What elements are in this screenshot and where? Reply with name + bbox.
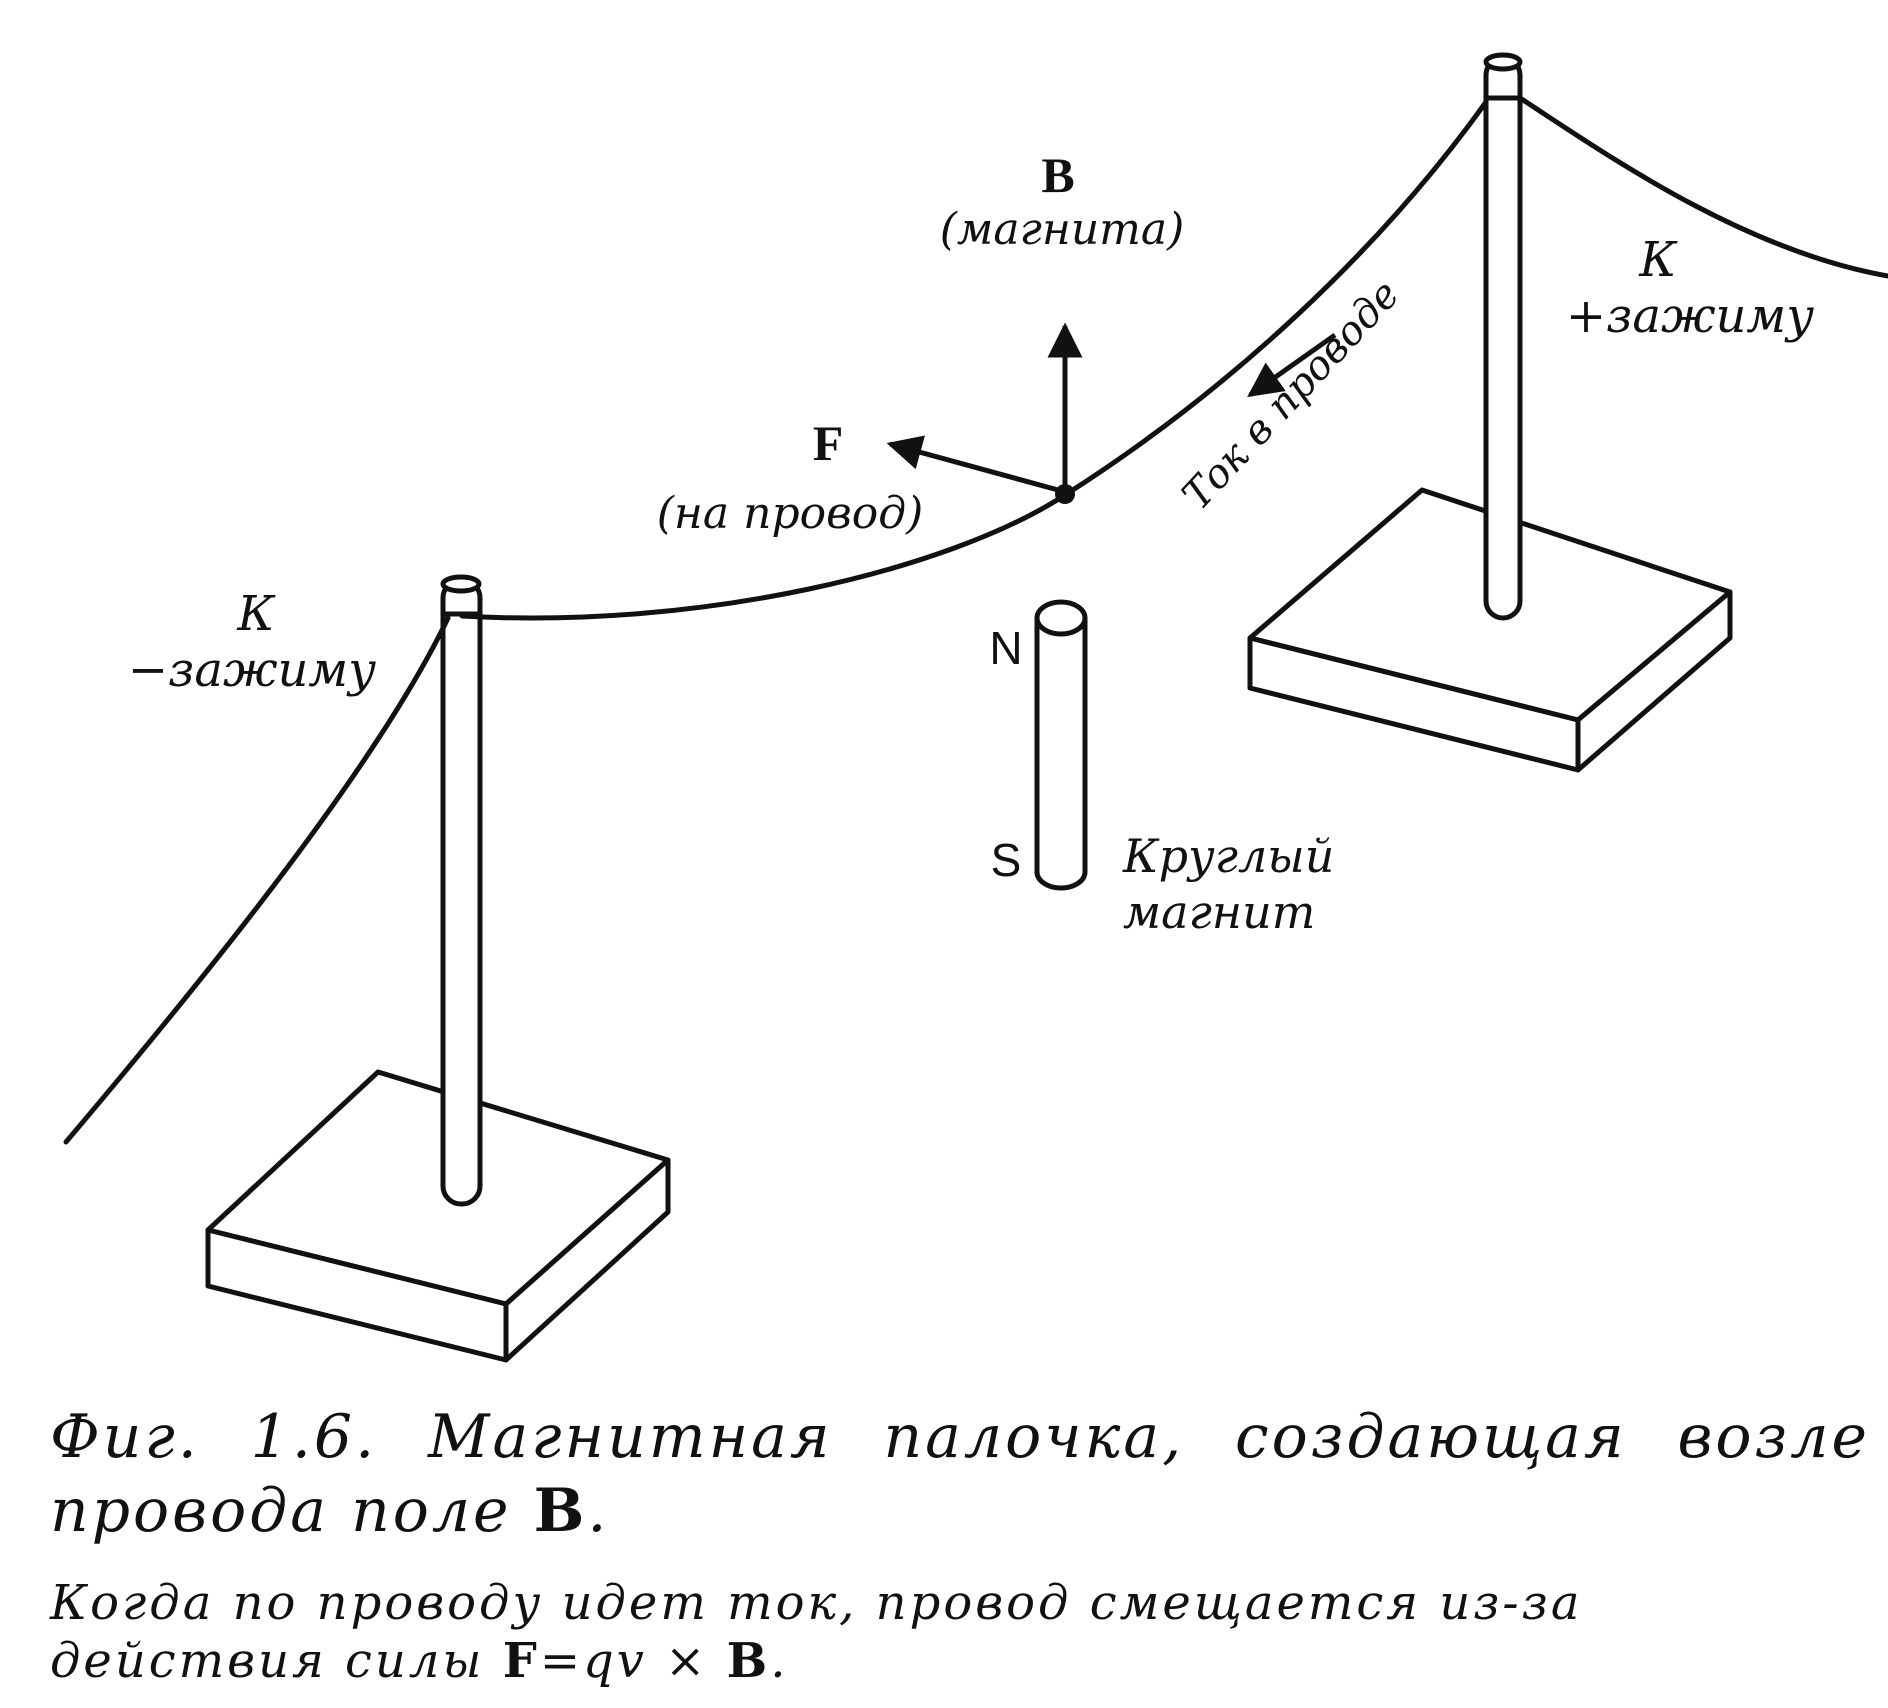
f-vector-label: F (813, 415, 844, 471)
caption-title-text: Фиг. 1.6. Магнитная палочка, создающая в… (50, 1402, 1870, 1546)
formula-force: F (502, 1633, 540, 1689)
left-pole (440, 577, 483, 1207)
left-pole-cap (440, 574, 482, 594)
right-pole-cap (1483, 52, 1523, 72)
f-vector-note: (на провод) (657, 488, 924, 539)
f-vector-arrow (886, 435, 1059, 493)
wire-magnet-diagram: B (магнита) F (на провод) К −зажиму К +з… (63, 52, 1888, 1363)
caption-title: Фиг. 1.6. Магнитная палочка, создающая в… (50, 1400, 1870, 1548)
caption-title-end: . (587, 1476, 610, 1546)
b-vector-label: B (1041, 147, 1074, 203)
right-base-side (1575, 589, 1733, 773)
round-magnet (1034, 599, 1088, 891)
left-base-side (503, 1157, 671, 1363)
magnet-label-line2: магнит (1123, 885, 1315, 939)
formula-middle: =qv × (539, 1633, 727, 1689)
formula-field: B (726, 1633, 771, 1689)
caption-body: Когда по проводу идет ток, провод смещае… (50, 1574, 1870, 1690)
formula-end: . (770, 1633, 789, 1689)
right-stand (1247, 52, 1733, 773)
right-terminal-line2: +зажиму (1566, 288, 1814, 344)
caption-title-field: B (533, 1476, 588, 1546)
left-terminal-line2: −зажиму (128, 642, 376, 698)
contact-point (1055, 484, 1075, 504)
left-stand (205, 574, 671, 1363)
current-label: Ток в проводе (1174, 272, 1409, 519)
magnet-label-line1: Круглый (1122, 829, 1334, 883)
caption-body-text: Когда по проводу идет ток, провод смещае… (50, 1575, 1583, 1689)
pole-s-label: S (991, 834, 1022, 886)
right-terminal-line1: К (1638, 232, 1678, 288)
figure-caption: Фиг. 1.6. Магнитная палочка, создающая в… (50, 1400, 1870, 1690)
current-arrow (1247, 332, 1337, 398)
b-vector-note: (магнита) (940, 204, 1185, 255)
pole-n-label: N (989, 622, 1022, 674)
left-terminal-line1: К (236, 586, 276, 642)
right-pole (1483, 55, 1523, 621)
